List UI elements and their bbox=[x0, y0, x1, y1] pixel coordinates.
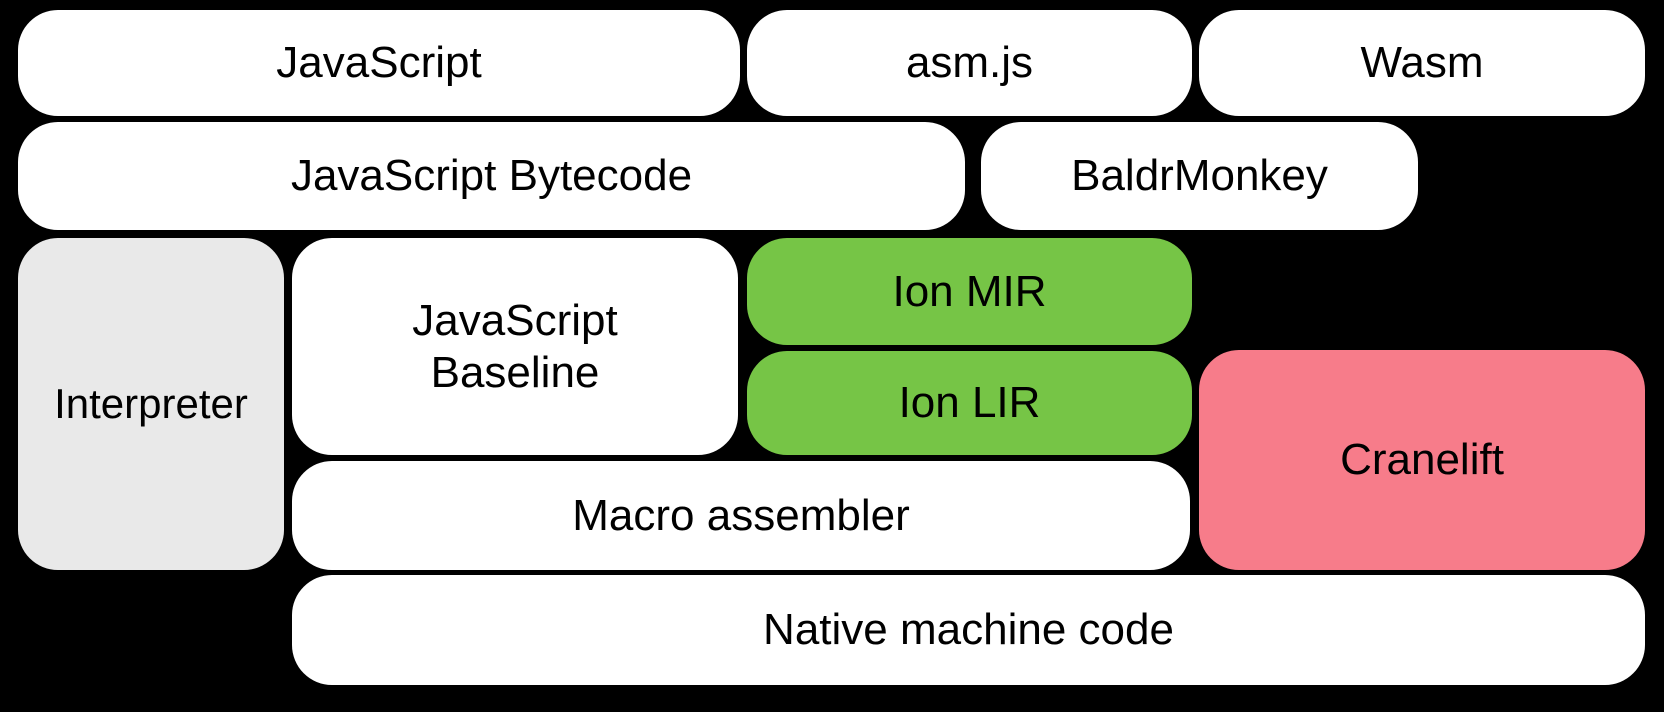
node-cranelift: Cranelift bbox=[1199, 350, 1645, 570]
node-baldrmonkey-label: BaldrMonkey bbox=[1071, 151, 1328, 201]
node-ion-lir-label: Ion LIR bbox=[898, 378, 1041, 428]
node-javascript-label: JavaScript bbox=[276, 38, 482, 88]
node-macro-assembler-label: Macro assembler bbox=[572, 490, 910, 540]
node-asmjs: asm.js bbox=[747, 10, 1192, 116]
node-native-machine-code-label: Native machine code bbox=[763, 605, 1174, 655]
node-javascript-baseline-label: JavaScript Baseline bbox=[412, 295, 618, 397]
node-javascript-bytecode-label: JavaScript Bytecode bbox=[290, 151, 693, 201]
node-interpreter: Interpreter bbox=[18, 238, 284, 570]
node-cranelift-label: Cranelift bbox=[1340, 435, 1504, 485]
node-baldrmonkey: BaldrMonkey bbox=[981, 122, 1418, 230]
node-wasm: Wasm bbox=[1199, 10, 1645, 116]
node-native-machine-code: Native machine code bbox=[292, 575, 1645, 685]
node-wasm-label: Wasm bbox=[1360, 38, 1484, 88]
node-javascript-bytecode: JavaScript Bytecode bbox=[18, 122, 965, 230]
node-macro-assembler: Macro assembler bbox=[292, 461, 1190, 570]
node-javascript: JavaScript bbox=[18, 10, 740, 116]
node-ion-lir: Ion LIR bbox=[747, 351, 1192, 455]
node-interpreter-label: Interpreter bbox=[54, 380, 248, 428]
node-ion-mir-label: Ion MIR bbox=[892, 266, 1047, 316]
node-asmjs-label: asm.js bbox=[905, 38, 1034, 88]
node-javascript-baseline: JavaScript Baseline bbox=[292, 238, 738, 455]
node-ion-mir: Ion MIR bbox=[747, 238, 1192, 345]
